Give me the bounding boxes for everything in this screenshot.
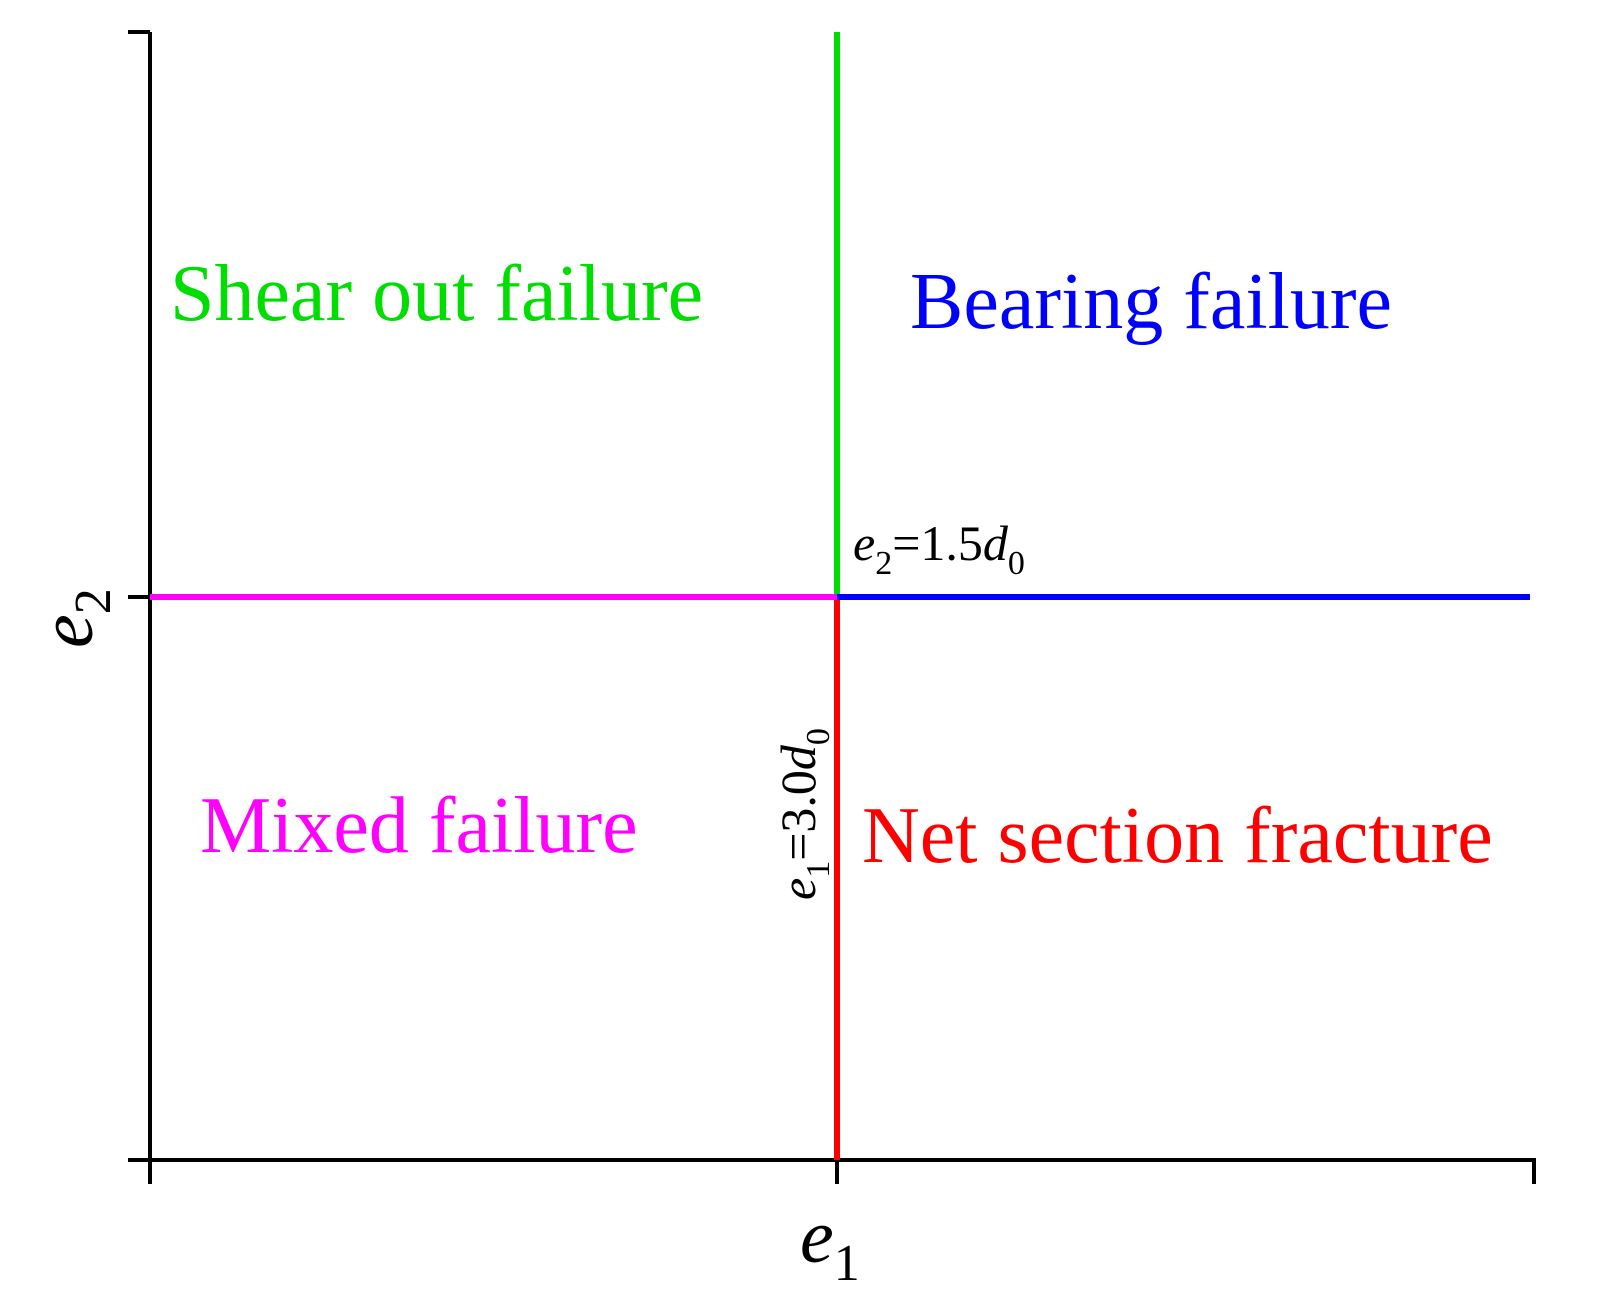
threshold-e2-var: e: [853, 515, 875, 571]
region-bearing-label: Bearing failure: [910, 258, 1392, 346]
y-axis-label: e2: [25, 588, 122, 648]
threshold-e2-sub: 2: [875, 545, 892, 582]
threshold-e2-var2: d: [983, 515, 1009, 571]
x-axis-label: e1: [800, 1195, 860, 1292]
threshold-e1-sub: 1: [800, 861, 837, 878]
threshold-e1-label: e1=3.0d0: [770, 728, 837, 900]
x-axis-sub: 1: [834, 1235, 860, 1292]
region-shear-out-label: Shear out failure: [170, 250, 703, 338]
x-axis-var: e: [800, 1195, 834, 1279]
threshold-e2-label: e2=1.5d0: [853, 515, 1025, 582]
threshold-e1-var2: d: [770, 744, 826, 770]
threshold-e1-var: e: [770, 878, 826, 900]
region-mixed-label: Mixed failure: [200, 782, 638, 870]
threshold-e2-sub2: 0: [1008, 545, 1025, 582]
y-axis-sub: 2: [65, 588, 122, 614]
region-net-section-label: Net section fracture: [862, 792, 1493, 880]
threshold-e1-mid: =3.0: [770, 770, 826, 861]
threshold-e2-mid: =1.5: [892, 515, 983, 571]
threshold-e1-sub2: 0: [800, 728, 837, 745]
y-axis-var: e: [25, 614, 109, 648]
